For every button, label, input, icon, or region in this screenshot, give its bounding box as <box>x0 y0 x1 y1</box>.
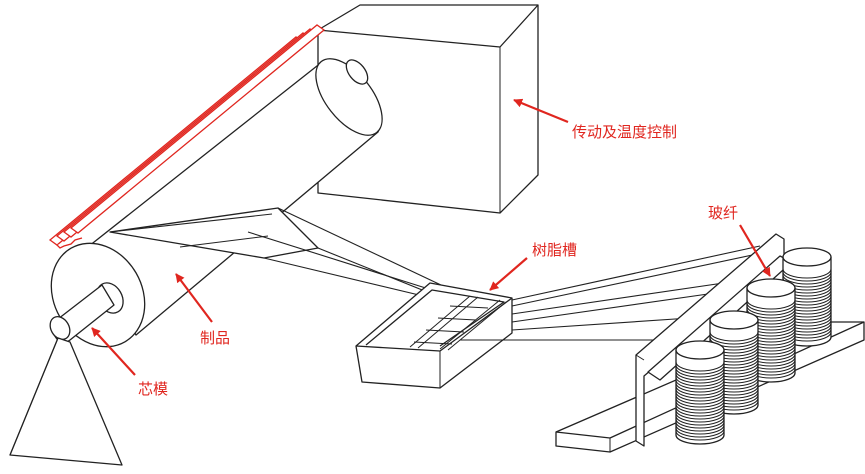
support-stand <box>9 337 123 466</box>
creel-fibers <box>460 245 777 341</box>
product-strip-band <box>69 24 326 234</box>
label-mandrel: 芯模 <box>138 380 168 398</box>
label-fiberglass: 玻纤 <box>708 204 738 222</box>
mandrel <box>49 284 115 343</box>
label-resin-tank: 树脂槽 <box>532 241 577 259</box>
label-transmission: 传动及温度控制 <box>572 123 677 141</box>
resin-tank <box>355 282 513 389</box>
product-strip-edge <box>56 237 83 249</box>
label-product: 制品 <box>200 329 230 347</box>
product-strip <box>48 24 326 249</box>
control-box <box>317 4 539 214</box>
spools <box>675 247 832 445</box>
pointer-arrows <box>91 98 771 376</box>
fiber-bands <box>109 207 461 303</box>
fiberglass-spool <box>675 340 725 445</box>
